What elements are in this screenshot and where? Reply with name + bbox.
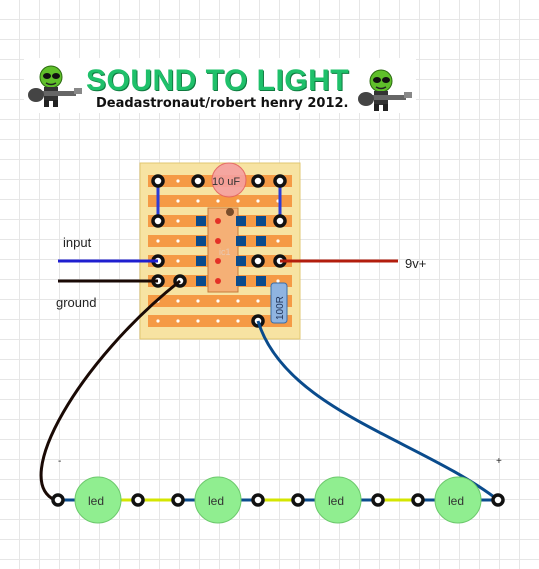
ic-body — [207, 207, 239, 293]
copper-strip — [148, 295, 292, 307]
led-1: led — [74, 476, 122, 524]
resistor — [270, 282, 288, 324]
strip-hole — [216, 319, 220, 323]
guitarist-alien-icon — [28, 65, 82, 107]
ic-notch — [226, 208, 234, 216]
led-plus-label: + — [496, 456, 502, 467]
author-credit: Deadastronaut/robert henry 2012. — [96, 96, 349, 111]
header-background — [24, 58, 416, 113]
strip-hole — [216, 199, 220, 203]
power-label: 9v+ — [405, 256, 427, 271]
strip-hole — [196, 299, 200, 303]
led-label: led — [328, 494, 344, 508]
strip-hole — [216, 299, 220, 303]
led-label: led — [88, 494, 104, 508]
strip-hole — [276, 279, 280, 283]
copper-strip — [148, 195, 292, 207]
ground-label: ground — [56, 295, 97, 310]
strip-hole — [236, 299, 240, 303]
led-4: led — [434, 476, 482, 524]
strip-hole — [156, 319, 160, 323]
strip-hole — [236, 199, 240, 203]
connection-rings — [151, 174, 287, 328]
strip-hole — [256, 299, 260, 303]
ic-label: ic1 — [219, 247, 231, 257]
strip-hole — [196, 319, 200, 323]
led-2: led — [194, 476, 242, 524]
ic-pins — [215, 218, 221, 284]
ground-wire-to-leds — [39, 279, 181, 502]
led-label: led — [208, 494, 224, 508]
led-positive-wire — [256, 320, 499, 502]
guitarist-alien-icon — [358, 69, 412, 111]
strip-hole — [276, 239, 280, 243]
strip-hole — [176, 179, 180, 183]
strip-hole — [176, 259, 180, 263]
strip-hole — [156, 239, 160, 243]
led-3: led — [314, 476, 362, 524]
input-label: input — [63, 235, 92, 250]
strip-hole — [176, 199, 180, 203]
page-title: SOUND TO LIGHT — [86, 64, 350, 97]
strip-hole — [196, 199, 200, 203]
strip-hole — [176, 319, 180, 323]
capacitor-label: 10 uF — [212, 176, 240, 188]
copper-strip — [148, 315, 292, 327]
strip-hole — [256, 199, 260, 203]
capacitor — [211, 162, 247, 198]
strip-hole — [176, 299, 180, 303]
resistor-label: 100R — [275, 296, 286, 320]
led-leg-rings — [51, 493, 505, 507]
strip-hole — [176, 219, 180, 223]
led-minus-label: - — [58, 456, 62, 467]
component-pads — [196, 216, 266, 286]
strip-hole — [176, 239, 180, 243]
strip-hole — [236, 319, 240, 323]
led-label: led — [448, 494, 464, 508]
